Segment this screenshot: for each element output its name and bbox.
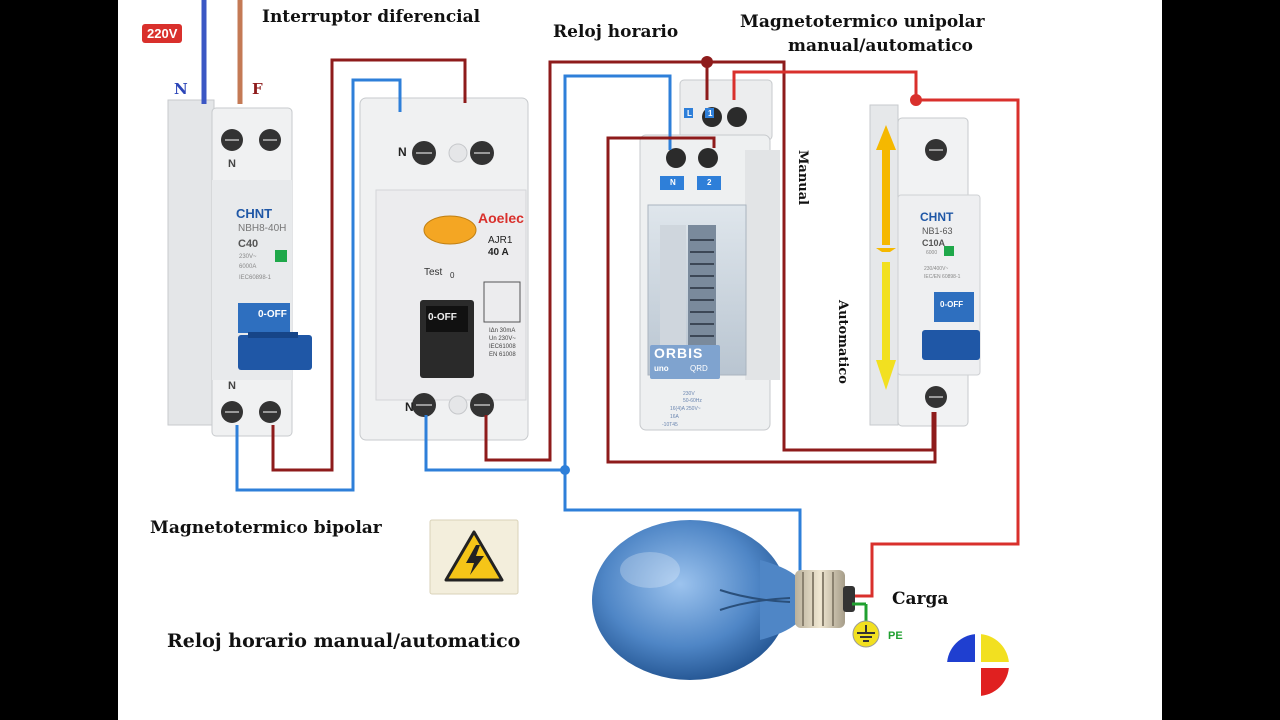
- mcb-unipolar-model: NB1-63: [922, 226, 953, 236]
- neutral-wire-rcd: [424, 415, 565, 472]
- earth-icon: [852, 620, 880, 648]
- manual-arrow-icon: [876, 125, 896, 245]
- phase-wire-rcd-timer: [484, 60, 935, 462]
- timer-sub-model: QRD: [690, 364, 708, 373]
- neutral-wire-load: [563, 470, 802, 575]
- rcd-device: 0: [359, 97, 529, 441]
- mcb-bipolar: [167, 99, 312, 437]
- rcd-brand: Aoelec: [478, 210, 524, 226]
- rcd-title: Interruptor diferencial: [262, 7, 481, 27]
- mcb-unipolar-rating: C10A: [922, 238, 946, 248]
- auto-label: Automatico: [835, 300, 850, 384]
- mcb-unipolar-title-2: manual/automatico: [788, 36, 973, 56]
- light-bulb-icon: [592, 520, 855, 680]
- terminal-screw: [698, 148, 718, 168]
- mcb-unipolar-handle: 0-OFF: [940, 300, 964, 309]
- rcd-handle: 0-OFF: [428, 312, 457, 323]
- svg-text:0: 0: [450, 271, 455, 280]
- mcb-bipolar-handle: 0-OFF: [258, 309, 287, 320]
- timer-spec-4: 16A: [670, 414, 679, 420]
- rcd-spec-2: Un 230V~: [489, 336, 516, 342]
- timer-output-wire: [606, 136, 937, 464]
- neutral-wire-mcb-rcd: [235, 78, 402, 492]
- mcb-unipolar-title-1: Magnetotermico unipolar: [740, 12, 985, 32]
- mcb-bipolar-n-bottom: N: [228, 380, 236, 392]
- rcd-spec-3: IEC61008: [489, 344, 516, 350]
- mcb-unipolar: [869, 104, 981, 427]
- mcb-unipolar-spec-2: IEC/EN 60898-1: [924, 274, 961, 280]
- mcb-bipolar-title: Magnetotermico bipolar: [150, 518, 382, 538]
- neutral-label: N: [174, 80, 188, 98]
- timer-spec-5: -10T45: [662, 422, 678, 428]
- mcb-unipolar-spec-1: 230/400V~: [924, 266, 949, 272]
- brand-logo-icon: [945, 632, 1011, 698]
- phase-label: F: [252, 80, 263, 98]
- mcb-bipolar-spec-1: 230V~: [239, 254, 257, 260]
- terminal-screw: [666, 148, 686, 168]
- mcb-bipolar-rating: C40: [238, 238, 259, 250]
- rcd-n-top: N: [398, 145, 407, 159]
- neutral-wire-timer: [563, 74, 672, 470]
- rcd-rating: 40 A: [488, 247, 509, 258]
- rcd-n-bottom: N: [405, 400, 414, 414]
- timer-device: [639, 79, 780, 431]
- mcb-bipolar-n-top: N: [228, 158, 236, 170]
- timer-title: Reloj horario: [553, 22, 679, 42]
- phase-wire-timer-mcb: [732, 70, 918, 102]
- mcb-unipolar-spec-3: 6000: [926, 250, 938, 256]
- timer-terminal-l: L: [687, 109, 692, 118]
- timer-brand: ORBIS: [654, 345, 704, 361]
- timer-spec-3: 16(4)A 250V~: [670, 406, 701, 412]
- electrical-warning-icon: [429, 519, 519, 595]
- mcb-bipolar-model: NBH8-40H: [238, 223, 287, 234]
- phase-wire-mcb-rcd: [271, 58, 467, 472]
- mcb-unipolar-brand: CHNT: [920, 210, 954, 224]
- timer-spec-1: 230V: [683, 391, 695, 397]
- mcb-bipolar-spec-3: IEC60898-1: [239, 275, 272, 281]
- rcd-test-label: Test: [424, 267, 443, 278]
- bottom-title: Reloj horario manual/automatico: [167, 630, 521, 652]
- timer-terminal-1: 1: [708, 109, 713, 118]
- auto-arrow-icon: [876, 262, 896, 390]
- timer-terminal-2: 2: [707, 178, 712, 187]
- timer-spec-2: 50-60Hz: [683, 398, 702, 404]
- wiring-diagram: 0: [118, 0, 1162, 720]
- test-button: [423, 215, 477, 245]
- mcb-bipolar-brand: CHNT: [236, 206, 273, 221]
- rcd-model: AJR1: [488, 235, 513, 246]
- diagram-canvas: 0: [167, 0, 1020, 698]
- terminal-screw: [727, 107, 747, 127]
- switched-wire-load: [852, 98, 1020, 598]
- mcb-bipolar-spec-2: 6000A: [239, 264, 257, 270]
- earth-label: PE: [888, 630, 903, 642]
- manual-label: Manual: [795, 150, 810, 206]
- load-label: Carga: [892, 589, 949, 609]
- rcd-spec-1: IΔn 30mA: [489, 328, 516, 334]
- rcd-spec-4: EN 61008: [489, 352, 516, 358]
- voltage-badge: 220V: [142, 24, 183, 43]
- timer-sub-brand: uno: [654, 364, 669, 373]
- timer-terminal-n: N: [670, 178, 676, 187]
